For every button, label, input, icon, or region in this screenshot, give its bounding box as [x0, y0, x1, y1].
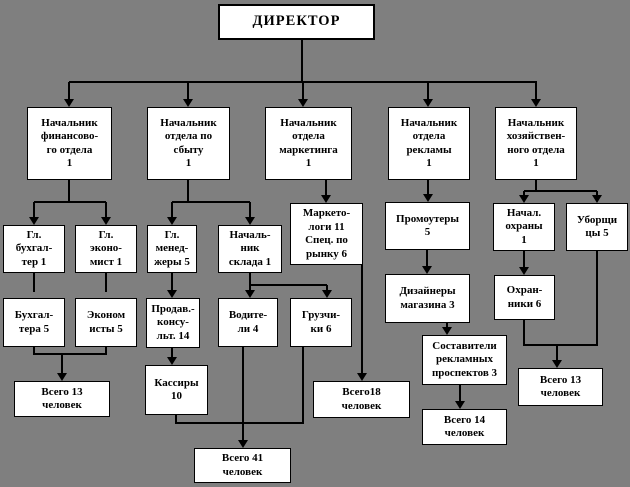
org-node-security-chief: Начал. охраны 1 — [493, 203, 555, 251]
connector-line — [61, 354, 63, 375]
org-node-chief-economist: Гл. эконо- мист 1 — [75, 225, 137, 273]
arrowhead-down-icon — [183, 99, 193, 107]
connector-line — [34, 353, 106, 355]
arrowhead-down-icon — [57, 373, 67, 381]
connector-line — [249, 273, 251, 292]
org-node-director: ДИРЕКТОР — [218, 4, 375, 40]
connector-line — [301, 40, 303, 82]
connector-line — [446, 323, 448, 329]
connector-line — [105, 202, 107, 219]
org-node-sales-consultants: Продав.- консу- льт. 14 — [146, 298, 200, 348]
org-node-chief-managers: Гл. менед- жеры 5 — [147, 225, 197, 273]
connector-line — [249, 202, 251, 219]
org-node-household-head: Начальник хозяйствен- ного отдела 1 — [495, 107, 577, 180]
connector-line — [33, 273, 35, 292]
arrowhead-down-icon — [357, 373, 367, 381]
arrowhead-down-icon — [298, 99, 308, 107]
connector-line — [556, 345, 558, 362]
org-node-chief-accountant: Гл. бухгал- тер 1 — [3, 225, 65, 273]
connector-line — [33, 202, 35, 219]
org-node-total-sales: Всего 41 человек — [194, 448, 291, 483]
connector-line — [524, 344, 597, 346]
connector-line — [105, 273, 107, 292]
org-node-economists: Эконом исты 5 — [75, 298, 137, 347]
connector-line — [171, 273, 173, 292]
arrowhead-down-icon — [245, 217, 255, 225]
connector-line — [326, 285, 328, 292]
org-node-drivers: Водите- ли 4 — [218, 298, 278, 347]
arrowhead-down-icon — [519, 267, 529, 275]
connector-line — [187, 82, 189, 101]
org-node-leaflet-compilers: Составители рекламных проспектов 3 — [422, 335, 507, 385]
arrowhead-down-icon — [238, 440, 248, 448]
org-node-warehouse-head: Началь- ник склада 1 — [218, 225, 282, 273]
connector-line — [171, 348, 173, 359]
org-node-total-household: Всего 13 человек — [518, 368, 603, 406]
connector-line — [250, 284, 327, 286]
org-node-marketing-head: Начальник отдела маркетинга 1 — [265, 107, 352, 180]
connector-line — [524, 190, 597, 192]
connector-line — [176, 422, 303, 424]
connector-line — [523, 191, 525, 197]
connector-line — [596, 251, 598, 346]
arrowhead-down-icon — [322, 290, 332, 298]
connector-line — [596, 191, 598, 197]
org-node-sales-head: Начальник отдела по сбыту 1 — [147, 107, 230, 180]
connector-line — [68, 82, 70, 101]
org-node-marketologists: Маркето- логи 11 Спец. по рынку 6 — [290, 203, 363, 265]
connector-line — [535, 82, 537, 101]
arrowhead-down-icon — [167, 357, 177, 365]
connector-line — [105, 347, 107, 355]
arrowhead-down-icon — [531, 99, 541, 107]
arrowhead-down-icon — [321, 195, 331, 203]
arrowhead-down-icon — [519, 195, 529, 203]
arrowhead-down-icon — [167, 290, 177, 298]
arrowhead-down-icon — [245, 290, 255, 298]
org-node-total-finance: Всего 13 человек — [14, 381, 110, 417]
connector-line — [172, 201, 250, 203]
org-node-cleaners: Уборщи цы 5 — [566, 203, 628, 251]
arrowhead-down-icon — [29, 217, 39, 225]
connector-line — [69, 81, 537, 83]
connector-line — [302, 347, 304, 424]
arrowhead-down-icon — [552, 360, 562, 368]
arrowhead-down-icon — [455, 401, 465, 409]
connector-line — [523, 320, 525, 346]
arrowhead-down-icon — [422, 266, 432, 274]
connector-line — [68, 180, 70, 202]
connector-line — [361, 265, 363, 375]
connector-line — [175, 415, 177, 424]
connector-line — [427, 180, 429, 196]
connector-line — [34, 201, 106, 203]
org-node-total-advertising: Всего 14 человек — [422, 409, 507, 445]
org-node-loaders: Грузчи- ки 6 — [290, 298, 352, 347]
org-node-promoters: Промоутеры 5 — [385, 202, 470, 250]
arrowhead-down-icon — [64, 99, 74, 107]
arrowhead-down-icon — [442, 327, 452, 335]
org-node-total-marketing: Всего18 человек — [313, 381, 410, 418]
connector-line — [302, 82, 304, 101]
org-node-advertising-head: Начальник отдела рекламы 1 — [388, 107, 470, 180]
org-node-accountants: Бухгал- тера 5 — [3, 298, 65, 347]
arrowhead-down-icon — [101, 217, 111, 225]
connector-line — [459, 385, 461, 403]
connector-line — [427, 82, 429, 101]
org-node-shop-designers: Дизайнеры магазина 3 — [385, 274, 470, 323]
connector-line — [426, 250, 428, 268]
arrowhead-down-icon — [592, 195, 602, 203]
arrowhead-down-icon — [167, 217, 177, 225]
arrowhead-down-icon — [423, 194, 433, 202]
connector-line — [325, 180, 327, 197]
org-node-guards: Охран- ники 6 — [494, 275, 555, 320]
connector-line — [187, 180, 189, 202]
connector-line — [535, 180, 537, 191]
connector-line — [33, 347, 35, 355]
connector-line — [523, 251, 525, 269]
arrowhead-down-icon — [423, 99, 433, 107]
org-node-cashiers: Кассиры 10 — [145, 365, 208, 415]
org-node-finance-head: Начальник финансово- го отдела 1 — [27, 107, 112, 180]
connector-line — [242, 347, 244, 442]
connector-line — [171, 202, 173, 219]
